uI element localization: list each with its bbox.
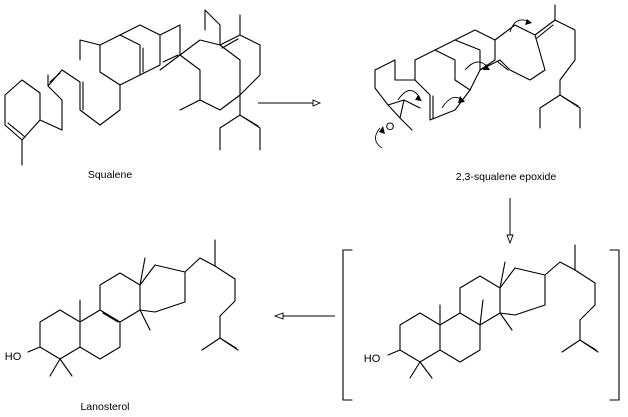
squalene-label: Squalene [88, 169, 133, 181]
intermediate-hydroxyl: HO [364, 353, 381, 365]
lanosterol-structure [27, 239, 239, 377]
intermediate-structure [342, 244, 620, 401]
arrow-to-epoxide [258, 99, 322, 107]
epoxide-oxygen-atom: O [386, 121, 395, 133]
lanosterol-hydroxyl: HO [5, 351, 22, 363]
squalene-structure [4, 9, 261, 166]
arrow-to-lanosterol [273, 312, 335, 320]
epoxide-structure [374, 4, 581, 131]
curly-arrows [375, 19, 532, 149]
epoxide-label: 2,3-squalene epoxide [456, 171, 557, 183]
lanosterol-label: Lanosterol [80, 401, 129, 413]
arrow-to-intermediate [506, 198, 514, 245]
